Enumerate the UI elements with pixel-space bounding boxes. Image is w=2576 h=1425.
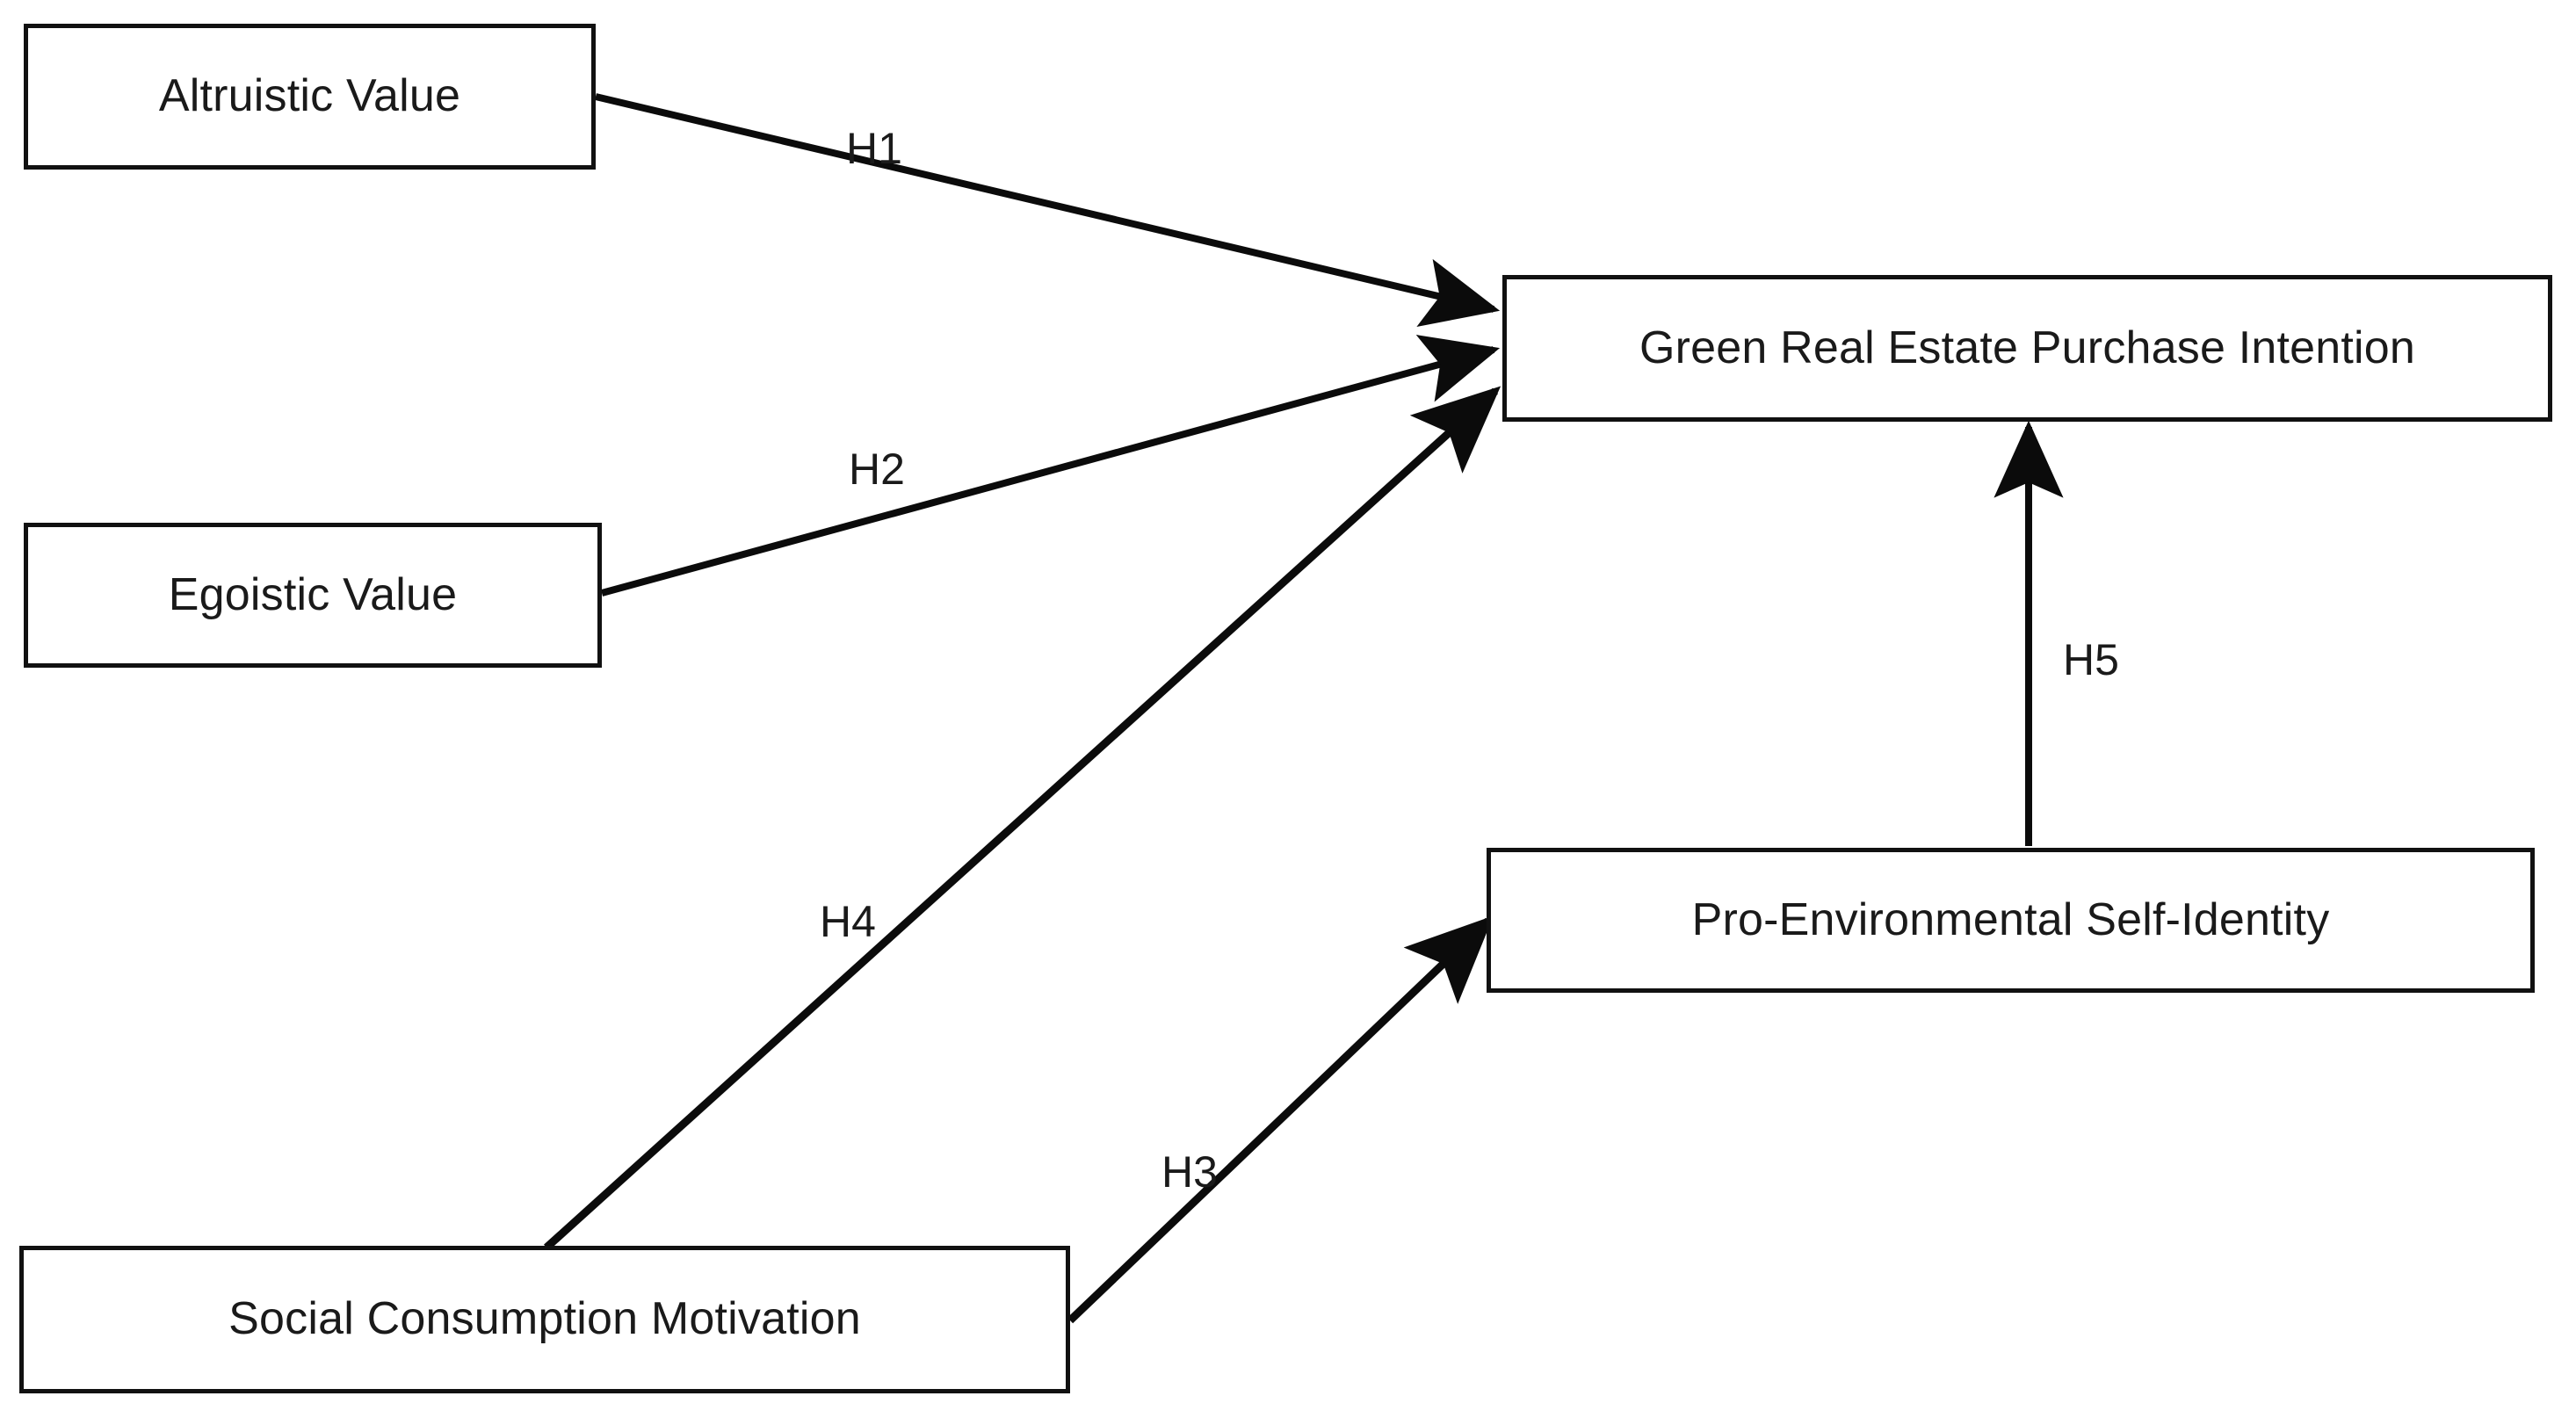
node-label-green-real-estate-purchase-intention: Green Real Estate Purchase Intention <box>1639 322 2416 373</box>
node-pro-environmental-self-identity[interactable]: Pro-Environmental Self-Identity <box>1487 848 2535 993</box>
edge-h1-line <box>595 93 1501 327</box>
node-label-pro-environmental-self-identity: Pro-Environmental Self-Identity <box>1691 893 2330 945</box>
node-egoistic-value[interactable]: Egoistic Value <box>24 523 602 668</box>
node-altruistic-value[interactable]: Altruistic Value <box>24 24 596 170</box>
node-label-egoistic-value: Egoistic Value <box>168 568 458 620</box>
edge-h4-line <box>543 386 1501 1251</box>
node-green-real-estate-purchase-intention[interactable]: Green Real Estate Purchase Intention <box>1502 275 2552 422</box>
edge-label-h5: H5 <box>2063 635 2119 684</box>
node-label-altruistic-value: Altruistic Value <box>158 70 461 122</box>
edge-label-h1: H1 <box>846 124 902 173</box>
edge-label-h3: H3 <box>1161 1147 1218 1197</box>
edge-h2-line <box>600 335 1501 597</box>
edge-h3-line <box>1067 915 1494 1324</box>
node-social-consumption-motivation[interactable]: Social Consumption Motivation <box>19 1246 1070 1393</box>
node-label-social-consumption-motivation: Social Consumption Motivation <box>228 1293 861 1345</box>
edge-label-h2: H2 <box>849 445 905 494</box>
edge-label-h4: H4 <box>820 897 876 946</box>
